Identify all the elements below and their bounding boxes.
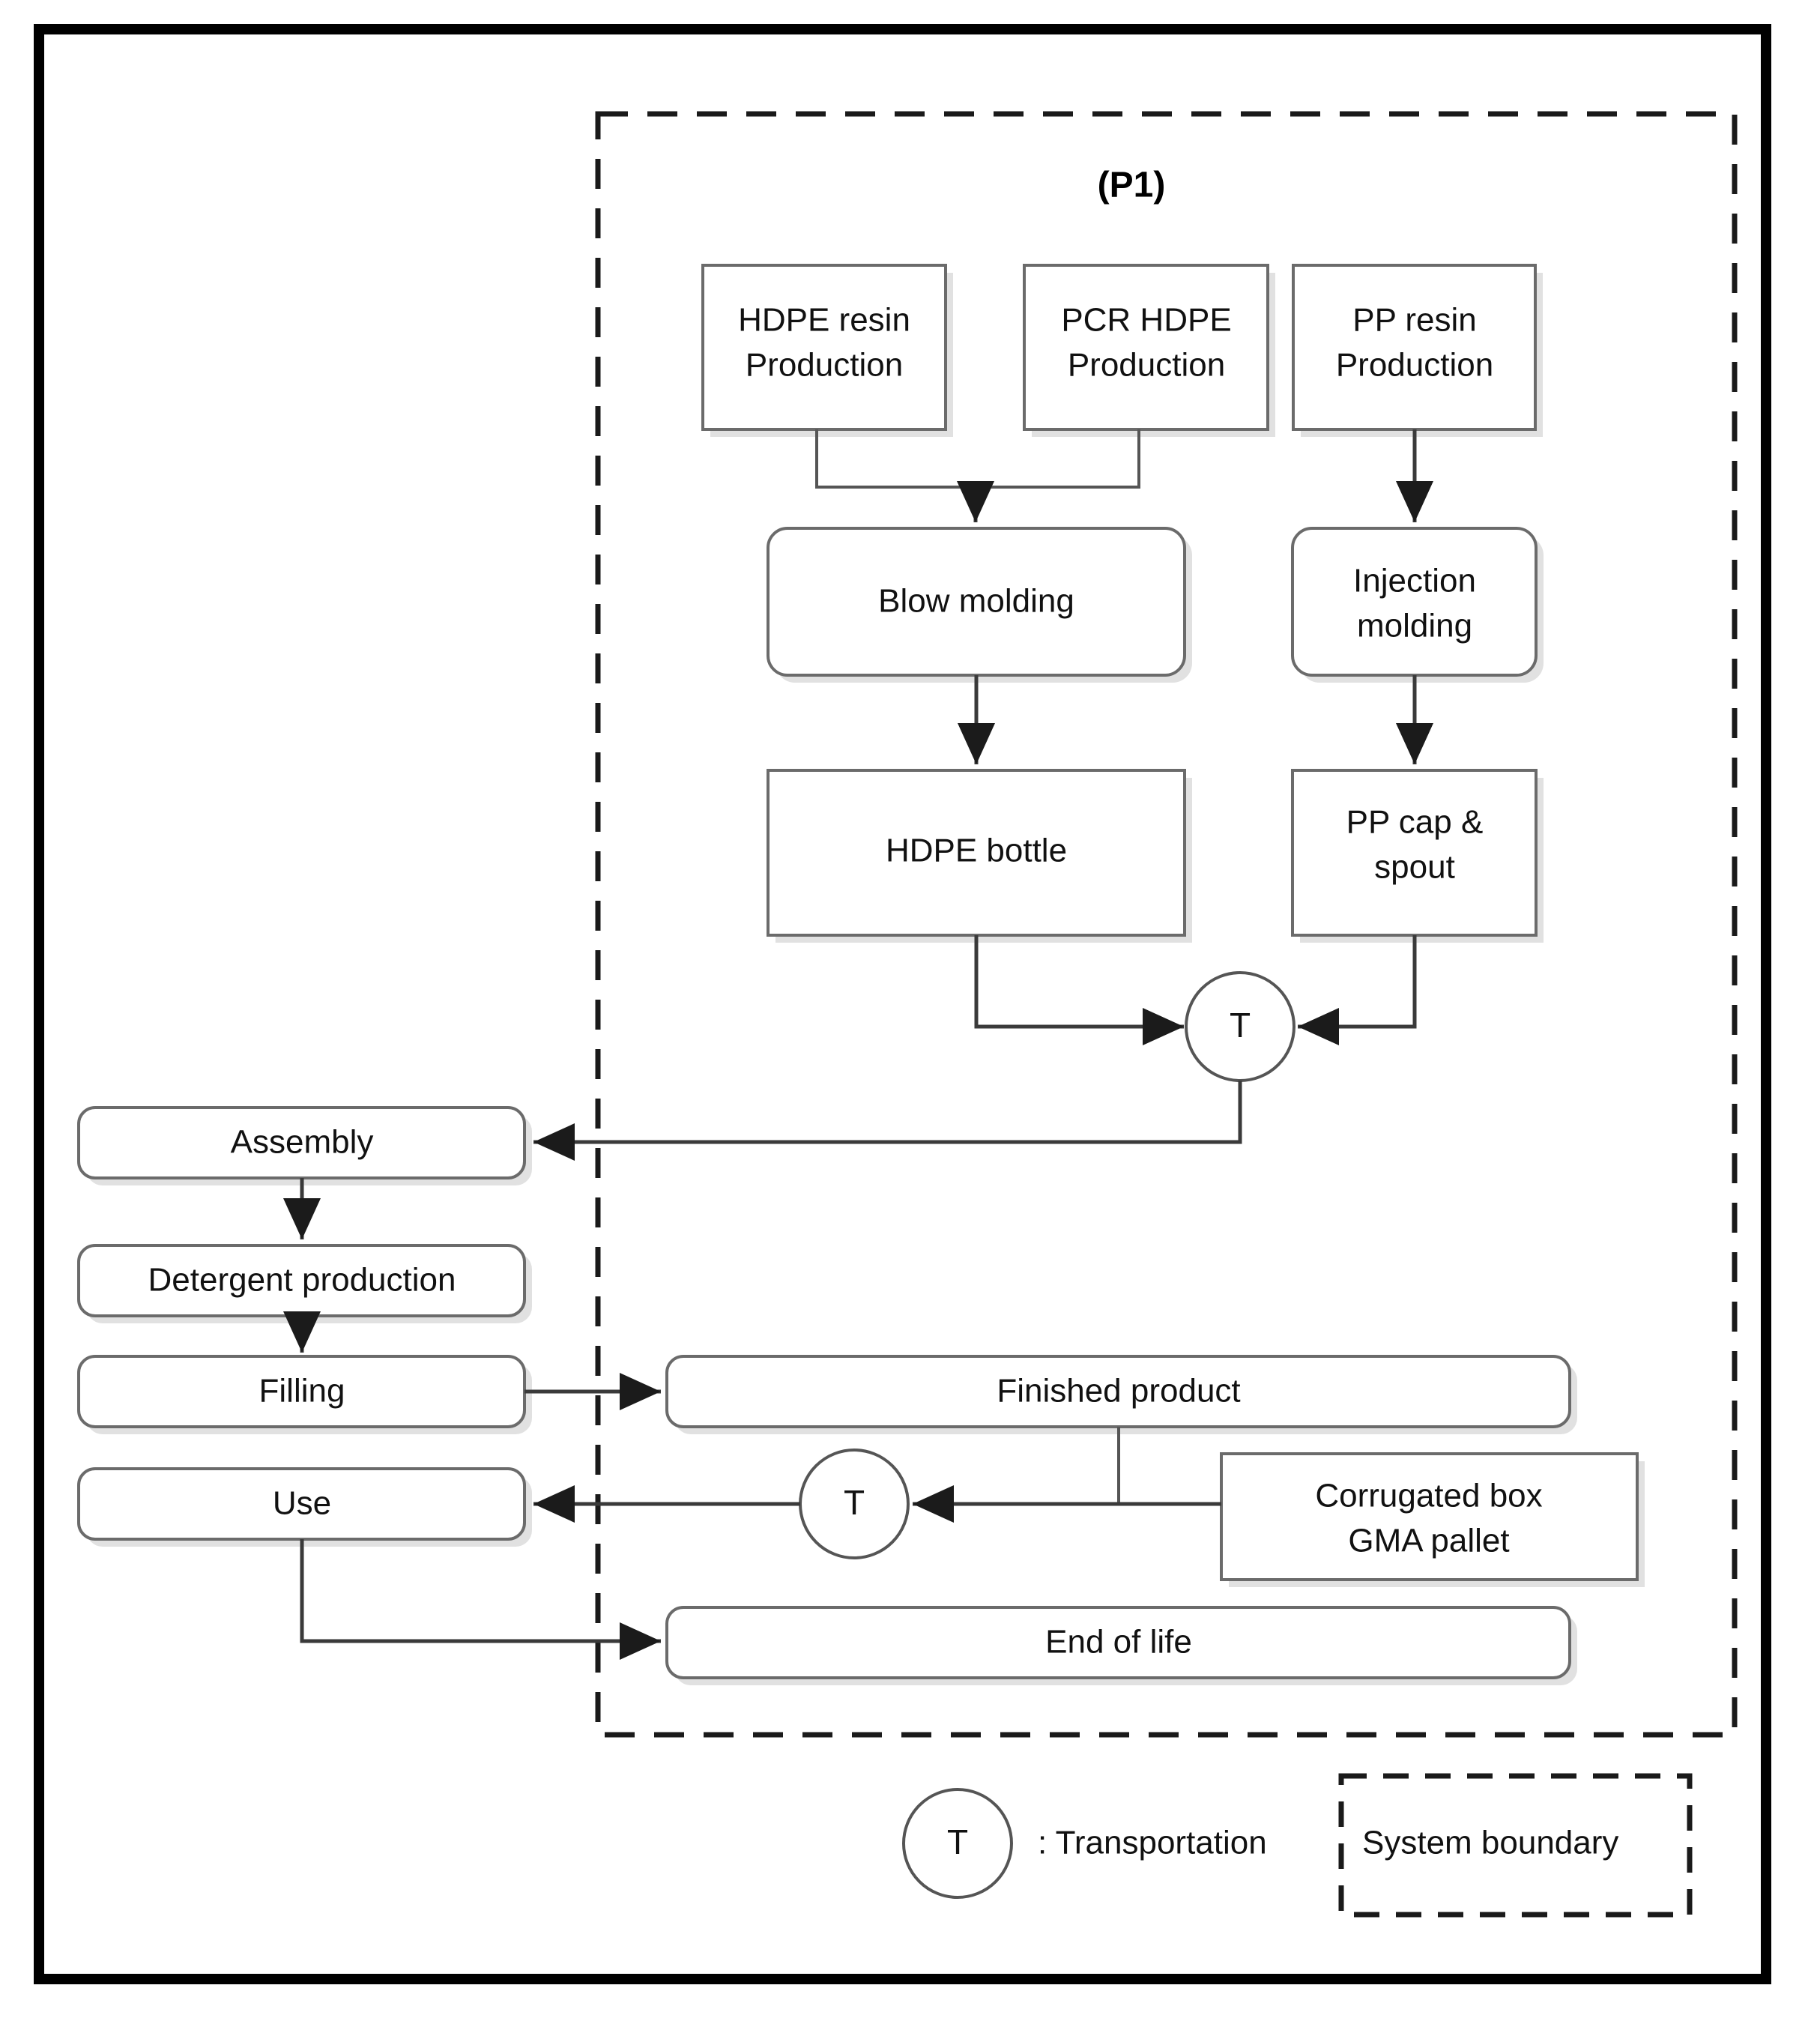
node-pcr-hdpe-production: PCR HDPE Production bbox=[1023, 264, 1275, 437]
legend-system-boundary-text: System boundary bbox=[1362, 1825, 1618, 1861]
node-pcr-hdpe-production-line2: Production bbox=[1068, 347, 1225, 384]
node-pp-resin-production-line2: Production bbox=[1336, 347, 1493, 384]
node-injection-molding: Injection molding bbox=[1291, 527, 1544, 683]
node-corrugated-box-line1: Corrugated box bbox=[1315, 1478, 1542, 1514]
node-finished-product: Finished product bbox=[665, 1355, 1577, 1434]
node-corrugated-box-gma-pallet: Corrugated box GMA pallet bbox=[1220, 1452, 1645, 1587]
node-injection-molding-line2: molding bbox=[1357, 608, 1472, 644]
legend-transportation: T : Transportation bbox=[902, 1788, 1267, 1899]
node-assembly-label: Assembly bbox=[231, 1124, 374, 1161]
node-pcr-hdpe-production-line1: PCR HDPE bbox=[1061, 302, 1231, 339]
node-pp-resin-production-line1: PP resin bbox=[1352, 302, 1477, 339]
node-injection-molding-line1: Injection bbox=[1353, 563, 1476, 599]
system-boundary-dashed-rect bbox=[595, 111, 1738, 1738]
node-hdpe-resin-production-line2: Production bbox=[746, 347, 903, 384]
node-use: Use bbox=[77, 1467, 532, 1547]
edge-use-to-end-of-life bbox=[300, 1539, 661, 1660]
legend-transport-symbol: T bbox=[947, 1822, 968, 1861]
edge-transport-top-to-assembly bbox=[533, 1081, 1242, 1161]
node-hdpe-resin-production-line1: HDPE resin bbox=[738, 302, 910, 339]
edge-hdpe-resin-to-merge bbox=[815, 429, 976, 489]
node-blow-molding-label: Blow molding bbox=[878, 583, 1074, 620]
legend-transport-text: : Transportation bbox=[1038, 1825, 1267, 1861]
node-assembly: Assembly bbox=[77, 1106, 532, 1185]
node-filling: Filling bbox=[77, 1355, 532, 1434]
p1-label: (P1) bbox=[1098, 166, 1166, 205]
node-filling-label: Filling bbox=[259, 1373, 345, 1410]
transport-node-bottom: T bbox=[799, 1449, 910, 1559]
node-detergent-production: Detergent production bbox=[77, 1244, 532, 1323]
node-hdpe-bottle: HDPE bottle bbox=[767, 769, 1192, 943]
transport-node-bottom-label: T bbox=[844, 1483, 865, 1522]
node-finished-product-label: Finished product bbox=[997, 1373, 1240, 1410]
edge-pcr-hdpe-to-merge bbox=[976, 429, 1140, 489]
transport-node-top-label: T bbox=[1230, 1006, 1251, 1045]
legend-system-boundary: System boundary bbox=[1338, 1773, 1693, 1918]
node-corrugated-box-line2: GMA pallet bbox=[1348, 1523, 1509, 1559]
node-end-of-life-label: End of life bbox=[1045, 1624, 1192, 1661]
node-pp-cap-spout-line2: spout bbox=[1374, 849, 1455, 886]
edge-pp-cap-to-transport-top bbox=[1298, 935, 1417, 1045]
legend-system-boundary-dashed-rect bbox=[1338, 1773, 1693, 1918]
node-end-of-life: End of life bbox=[665, 1606, 1577, 1685]
node-hdpe-resin-production: HDPE resin Production bbox=[701, 264, 953, 437]
node-use-label: Use bbox=[273, 1485, 331, 1522]
node-pp-cap-spout-line1: PP cap & bbox=[1346, 804, 1484, 841]
edge-hdpe-bottle-to-transport-top bbox=[974, 935, 1184, 1045]
node-blow-molding: Blow molding bbox=[767, 527, 1192, 683]
transport-node-top: T bbox=[1185, 971, 1296, 1082]
node-hdpe-bottle-label: HDPE bottle bbox=[886, 833, 1067, 869]
node-detergent-production-label: Detergent production bbox=[148, 1262, 456, 1299]
node-pp-cap-spout: PP cap & spout bbox=[1291, 769, 1544, 943]
node-pp-resin-production: PP resin Production bbox=[1292, 264, 1543, 437]
